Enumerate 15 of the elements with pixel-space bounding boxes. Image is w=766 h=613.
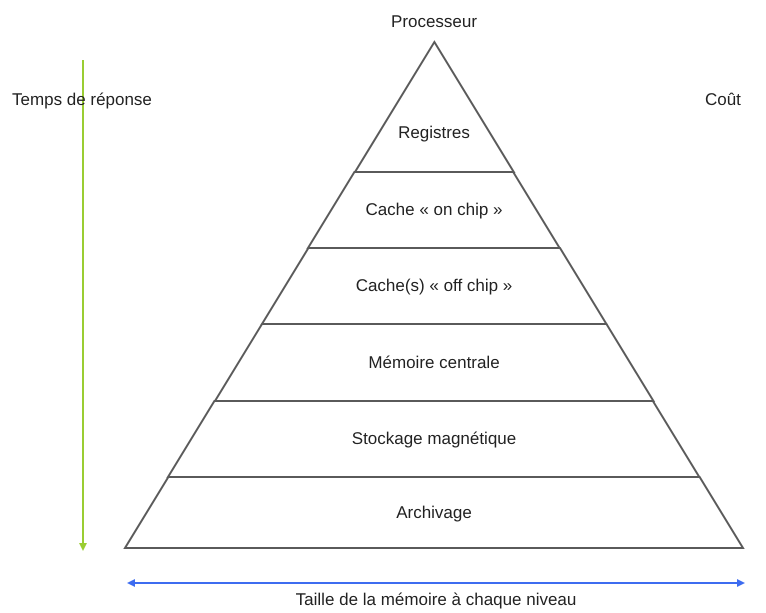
pyramid-level <box>308 172 560 248</box>
pyramid-level <box>354 42 514 172</box>
apex-label: Processeur <box>391 12 477 32</box>
level-label: Cache « on chip » <box>365 200 502 219</box>
pyramid-level <box>168 401 700 477</box>
pyramid-level <box>214 324 654 401</box>
level-label: Cache(s) « off chip » <box>356 276 512 295</box>
level-label: Registres <box>398 123 470 142</box>
axis-label: Taille de la mémoire à chaque niveau <box>296 590 576 610</box>
pyramid-level <box>125 477 743 548</box>
axis-label: Coût <box>705 90 741 110</box>
level-label: Archivage <box>396 502 472 522</box>
level-label: Stockage magnétique <box>352 429 516 448</box>
level-label: Mémoire centrale <box>368 352 500 372</box>
pyramid-level <box>262 248 606 324</box>
